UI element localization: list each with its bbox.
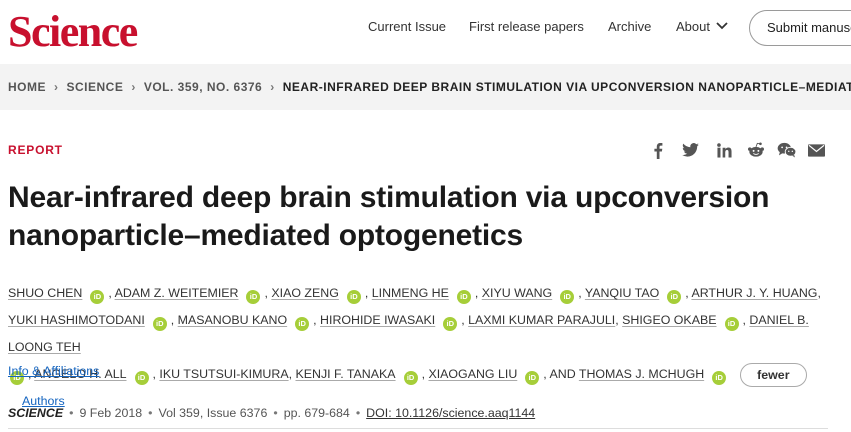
author-link[interactable]: ADAM Z. WEITEMIER — [114, 286, 239, 300]
orcid-icon[interactable]: iD — [403, 371, 418, 385]
nav-about-label: About — [676, 19, 710, 34]
author-link[interactable]: SHUO CHEN — [8, 286, 83, 300]
nav-current-issue[interactable]: Current Issue — [368, 19, 447, 34]
orcid-icon[interactable]: iD — [90, 290, 105, 304]
breadcrumb-science[interactable]: SCIENCE — [66, 80, 124, 94]
separator-dot: • — [148, 406, 153, 420]
doi-link[interactable]: DOI: 10.1126/science.aaq1144 — [366, 406, 536, 420]
orcid-icon[interactable]: iD — [246, 290, 261, 304]
orcid-icon[interactable]: iD — [456, 290, 471, 304]
author-link[interactable]: THOMAS J. MCHUGH — [578, 367, 705, 381]
author-link[interactable]: HIROHIDE IWASAKI — [320, 313, 436, 327]
fewer-authors-button[interactable]: fewer — [740, 362, 807, 387]
nav-archive[interactable]: Archive — [608, 19, 652, 34]
breadcrumb: HOME › SCIENCE › VOL. 359, NO. 6376 › NEAR-INF… — [8, 80, 851, 94]
volume-issue: Vol 359, Issue 6376 — [158, 406, 268, 420]
orcid-icon[interactable]: iD — [667, 290, 682, 304]
separator-dot: • — [273, 406, 278, 420]
publication-date: 9 Feb 2018 — [79, 406, 143, 420]
orcid-icon[interactable]: iD — [295, 317, 310, 331]
author-link[interactable]: YANQIU TAO — [584, 286, 660, 300]
orcid-icon[interactable]: iD — [443, 317, 458, 331]
science-logo[interactable]: Science — [8, 7, 138, 56]
site-header: Science Current Issue First release pape… — [0, 0, 851, 64]
author-link[interactable]: XIAOGANG LIU — [428, 367, 518, 381]
chevron-down-icon — [716, 22, 728, 30]
breadcrumb-current: NEAR-INFRARED DEEP BRAIN STIMULATION VIA… — [282, 80, 851, 94]
separator-dot: • — [355, 406, 361, 420]
divider — [8, 428, 828, 429]
article-type: REPORT — [8, 143, 63, 157]
linkedin-icon[interactable] — [714, 141, 734, 159]
breadcrumb-home[interactable]: HOME — [8, 80, 46, 94]
breadcrumb-bar: HOME › SCIENCE › VOL. 359, NO. 6376 › NEAR-INF… — [0, 64, 851, 110]
author-link[interactable]: IKU TSUTSUI-KIMURA — [159, 367, 289, 381]
chevron-right-icon: › — [131, 80, 136, 94]
orcid-icon[interactable]: iD — [712, 371, 727, 385]
orcid-icon[interactable]: iD — [10, 371, 24, 385]
breadcrumb-volume[interactable]: VOL. 359, NO. 6376 — [143, 80, 263, 94]
author-link[interactable]: MASANOBU KANO — [177, 313, 288, 327]
nav-first-release-papers[interactable]: First release papers — [469, 19, 584, 34]
email-icon[interactable] — [806, 141, 826, 159]
facebook-icon[interactable] — [648, 141, 668, 159]
reddit-icon[interactable] — [746, 141, 766, 159]
orcid-icon[interactable]: iD — [134, 371, 149, 385]
nav-about[interactable]: About — [676, 19, 728, 39]
author-link[interactable]: LINMENG HE — [371, 286, 449, 300]
orcid-icon[interactable]: iD — [724, 317, 739, 331]
separator-dot: • — [69, 406, 74, 420]
author-link[interactable]: XIYU WANG — [481, 286, 553, 300]
author-link[interactable]: ARTHUR J. Y. HUANG — [691, 286, 818, 300]
orcid-icon[interactable]: iD — [560, 290, 575, 304]
citation-line: SCIENCE • 9 Feb 2018 • Vol 359, Issue 6376 • p… — [8, 406, 535, 420]
page-range: pp. 679-684 — [283, 406, 350, 420]
authors-link[interactable]: Authors — [22, 394, 65, 408]
author-link[interactable]: XIAO ZENG — [271, 286, 339, 300]
orcid-icon[interactable]: iD — [525, 371, 540, 385]
orcid-icon[interactable]: iD — [346, 290, 361, 304]
author-link[interactable]: KENJI F. TANAKA — [295, 367, 396, 381]
wechat-icon[interactable] — [777, 141, 797, 159]
author-link[interactable]: YUKI HASHIMOTODANI — [8, 313, 145, 327]
journal-name: SCIENCE — [8, 406, 64, 420]
chevron-right-icon: › — [54, 80, 59, 94]
and-text: , AND — [543, 367, 576, 381]
submit-manuscript-button[interactable]: Submit manuscript — [749, 10, 851, 46]
twitter-icon[interactable] — [680, 141, 700, 159]
orcid-icon[interactable]: iD — [152, 317, 167, 331]
chevron-right-icon: › — [270, 80, 275, 94]
author-link[interactable]: LAXMI KUMAR PARAJULI — [468, 313, 616, 327]
author-link[interactable]: DANIEL B. LOONG TEH — [8, 313, 809, 354]
info-affiliations-link[interactable]: Info & Affiliations — [8, 364, 100, 378]
article-title: Near-infrared deep brain stimulation via… — [8, 181, 770, 252]
author-link[interactable]: ANGELO H. ALL — [34, 367, 127, 381]
author-link[interactable]: SHIGEO OKABE — [622, 313, 717, 327]
